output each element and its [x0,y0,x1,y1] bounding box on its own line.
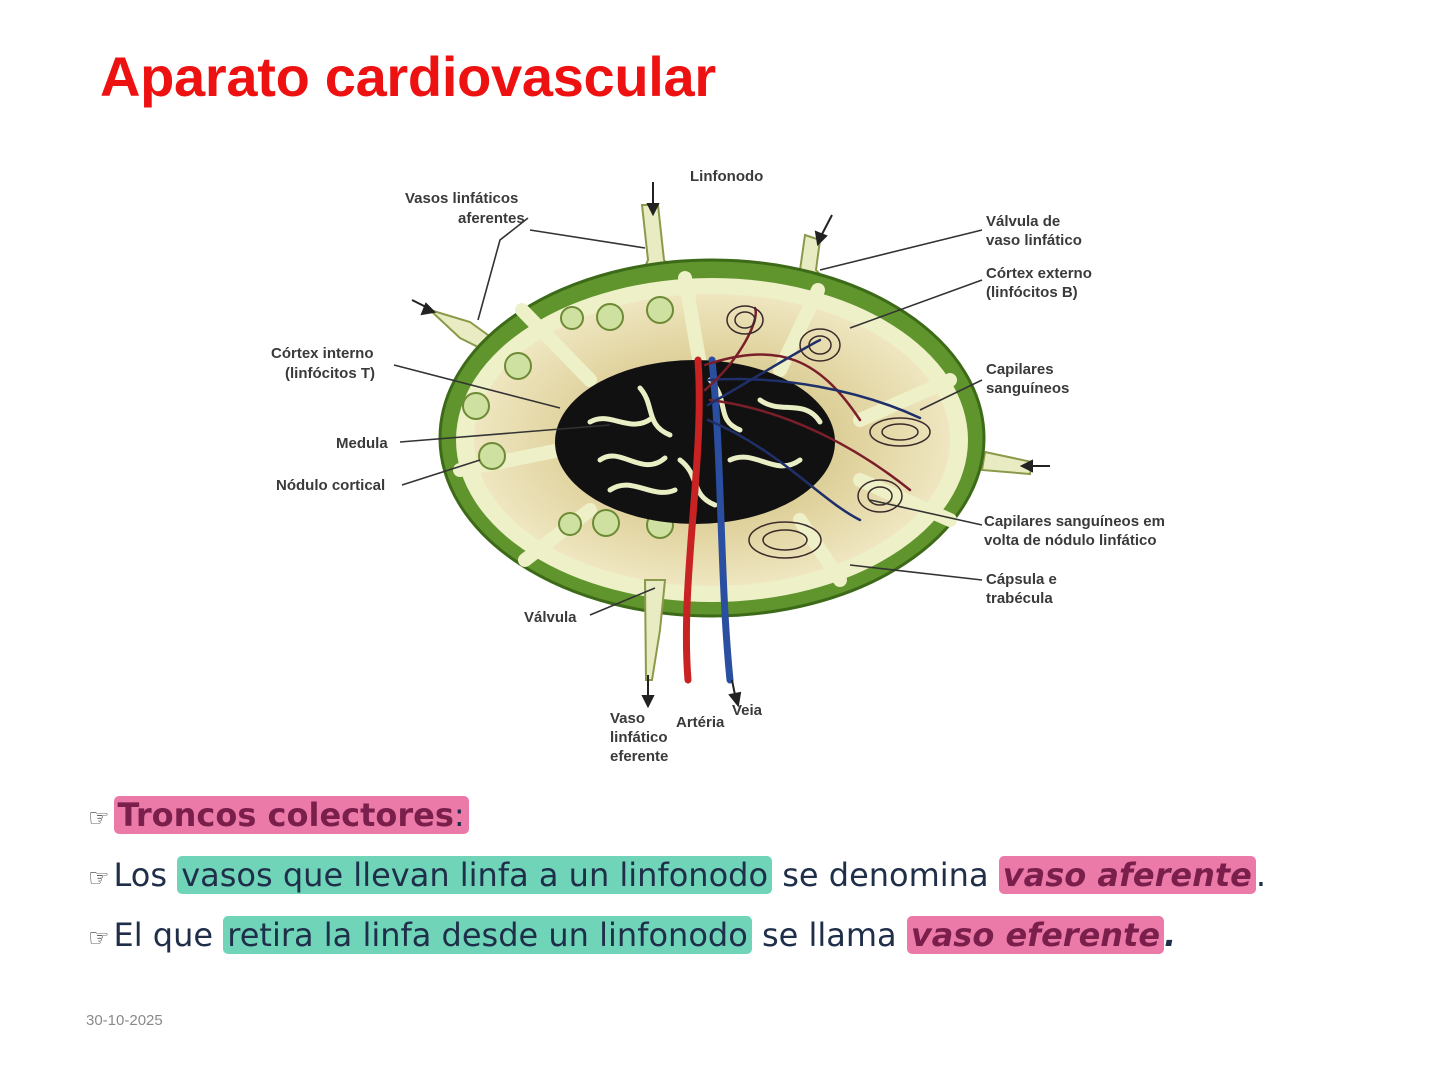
efferent-arrows [641,675,742,709]
pointing-hand-icon: ☞ [88,804,110,832]
text-mid: se denomina [782,856,989,894]
colon: : [453,796,465,834]
text-start: Los [113,856,168,894]
label-capsule-line2: trabécula [986,590,1053,607]
diagram-title: Linfonodo [690,168,763,185]
pointing-hand-icon: ☞ [88,864,110,892]
lymph-node-illustration: Linfonodo Vasos linfáticos aferentes Cór… [271,168,1165,765]
label-nodule-capillaries-line2: volta de nódulo linfático [984,532,1157,549]
label-outer-cortex-line2: (linfócitos B) [986,284,1078,301]
label-efferent-vessel-line1: Vaso [610,710,645,727]
label-inner-cortex-line2: (linfócitos T) [285,365,375,382]
label-afferent-vessels-line2: aferentes [458,210,525,227]
bullet-item-eferente: ☞ El que retira la linfa desde un linfon… [88,916,1388,976]
term-vaso-aferente: vaso aferente [998,856,1256,894]
hilum-vessels [682,306,922,684]
lymph-node-diagram: Linfonodo Vasos linfáticos aferentes Cór… [260,160,1220,770]
bullet-list: ☞ Troncos colectores: ☞ Los vasos que ll… [88,796,1388,976]
leader-lines [393,217,983,616]
term-troncos-colectores: Troncos colectores [117,796,454,834]
afferent-arrows [411,182,1050,473]
highlight-efferent-definition: retira la linfa desde un linfonodo [223,916,752,954]
highlight-troncos: Troncos colectores: [113,796,469,834]
capillary-tufts [726,305,931,559]
label-vessel-valve-line1: Válvula de [986,213,1060,230]
slide-title: Aparato cardiovascular [100,45,716,108]
pointing-hand-icon: ☞ [88,924,110,952]
label-medulla: Medula [336,435,388,452]
efferent-vessel [643,579,667,681]
label-capsule-line1: Cápsula e [986,571,1057,588]
text-end: . [1164,916,1177,954]
label-valve: Válvula [524,609,577,626]
text-end: . [1255,856,1267,894]
label-vessel-valve-line2: vaso linfático [986,232,1082,249]
label-artery: Artéria [676,714,725,731]
label-cortical-nodule: Nódulo cortical [276,477,385,494]
label-capillaries-line1: Capilares [986,361,1054,378]
label-nodule-capillaries-line1: Capilares sanguíneos em [984,513,1165,530]
term-vaso-eferente: vaso eferente [906,916,1165,954]
bullet-item-troncos: ☞ Troncos colectores: [88,796,1388,856]
highlight-afferent-definition: vasos que llevan linfa a un linfonodo [177,856,773,894]
label-capillaries-line2: sanguíneos [986,380,1069,397]
text-mid: se llama [761,916,897,954]
text-start: El que [113,916,214,954]
label-vein: Veia [732,702,763,719]
label-inner-cortex-line1: Córtex interno [271,345,374,362]
footer-date: 30-10-2025 [86,1012,163,1029]
label-afferent-vessels-line1: Vasos linfáticos [405,190,518,207]
label-outer-cortex-line1: Córtex externo [986,265,1092,282]
label-efferent-vessel-line3: eferente [610,748,668,765]
bullet-item-aferente: ☞ Los vasos que llevan linfa a un linfon… [88,856,1388,916]
label-efferent-vessel-line2: linfático [610,729,668,746]
